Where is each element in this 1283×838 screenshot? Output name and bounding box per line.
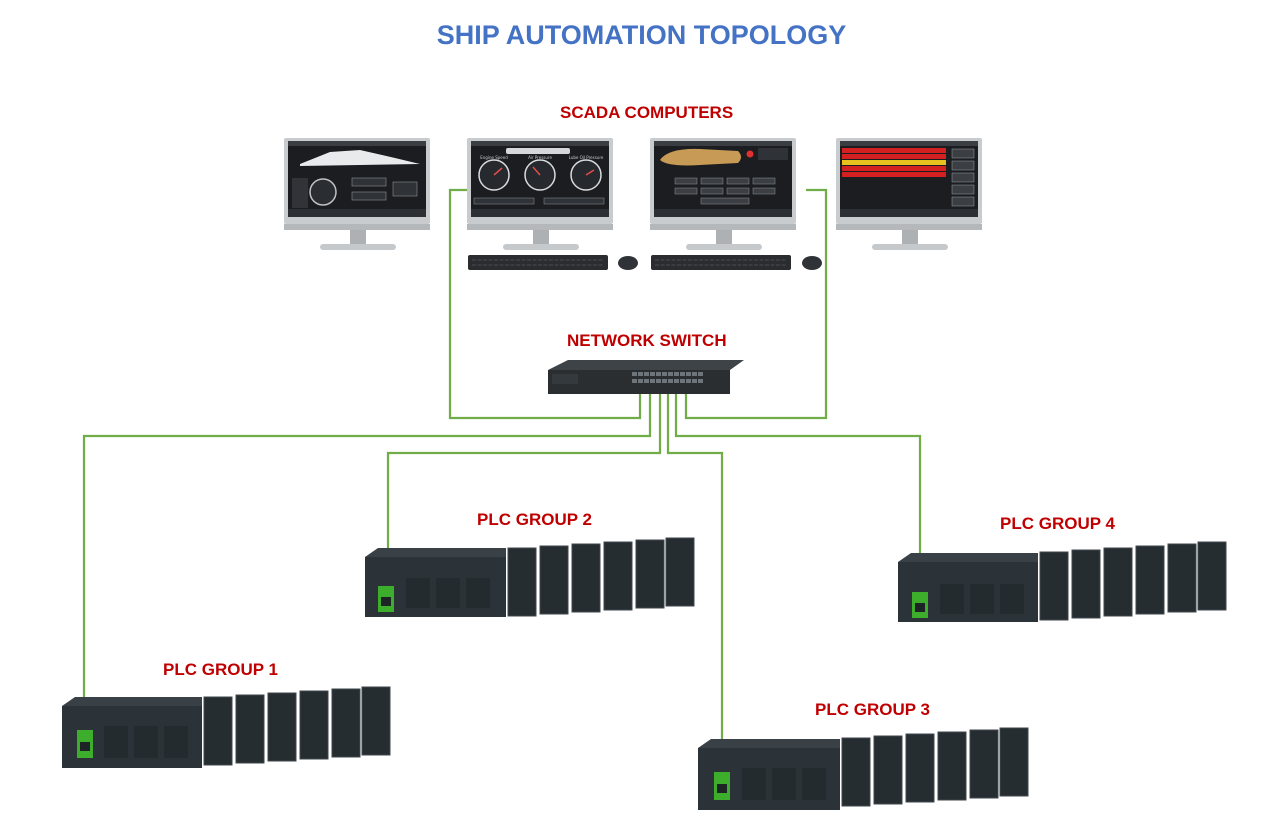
- plc-group-4-label: PLC GROUP 4: [1000, 514, 1115, 533]
- scada-computers-label: SCADA COMPUTERS: [560, 103, 734, 122]
- diagram-title: SHIP AUTOMATION TOPOLOGY: [436, 20, 847, 50]
- plc-group-2: [365, 537, 695, 617]
- gauge-icon: [309, 178, 337, 206]
- alarm-indicator-icon: [746, 150, 754, 158]
- gauge-lube-oil-pressure: [570, 159, 602, 191]
- mouse-2: [802, 256, 822, 270]
- gauge-air-pressure: [524, 159, 556, 191]
- keyboard-1: [468, 255, 608, 270]
- cable-scada-2: [448, 188, 642, 420]
- network-switch: [548, 360, 744, 394]
- plc-2-io-modules: [507, 537, 695, 617]
- plc-3-io-modules: [841, 727, 1029, 807]
- gauge-caption: Lube Oil Pressure: [569, 155, 604, 160]
- scada-monitor-1: [284, 138, 430, 250]
- scada-monitor-3: [650, 138, 796, 250]
- cable-plc-group-1: [82, 393, 652, 730]
- mouse-1: [618, 256, 638, 270]
- keyboard-2: [651, 255, 791, 270]
- gauge-caption: Air Pressure: [528, 155, 552, 160]
- ship-icon: [300, 150, 420, 166]
- plc-group-2-label: PLC GROUP 2: [477, 510, 592, 529]
- plc-group-3: [698, 727, 1029, 810]
- network-switch-label: NETWORK SWITCH: [567, 331, 727, 350]
- gauge-caption: Engine Speed: [480, 155, 508, 160]
- plc-group-1: [62, 686, 391, 768]
- cable-plc-group-2: [386, 393, 662, 590]
- plc-group-4: [898, 541, 1227, 622]
- plc-4-io-modules: [1039, 541, 1227, 621]
- plc-group-1-label: PLC GROUP 1: [163, 660, 278, 679]
- gauge-engine-speed: [478, 159, 510, 191]
- plc-group-3-label: PLC GROUP 3: [815, 700, 930, 719]
- cable-scada-3: [684, 188, 828, 420]
- cable-plc-group-4: [674, 393, 922, 598]
- vessel-plan-icon: [660, 148, 741, 166]
- cable-plc-group-3: [666, 393, 724, 780]
- scada-monitor-4: [836, 138, 982, 250]
- plc-1-io-modules: [203, 686, 391, 766]
- ethernet-cables: [82, 188, 922, 780]
- scada-monitor-2: [467, 138, 613, 250]
- alarm-list: [842, 148, 946, 177]
